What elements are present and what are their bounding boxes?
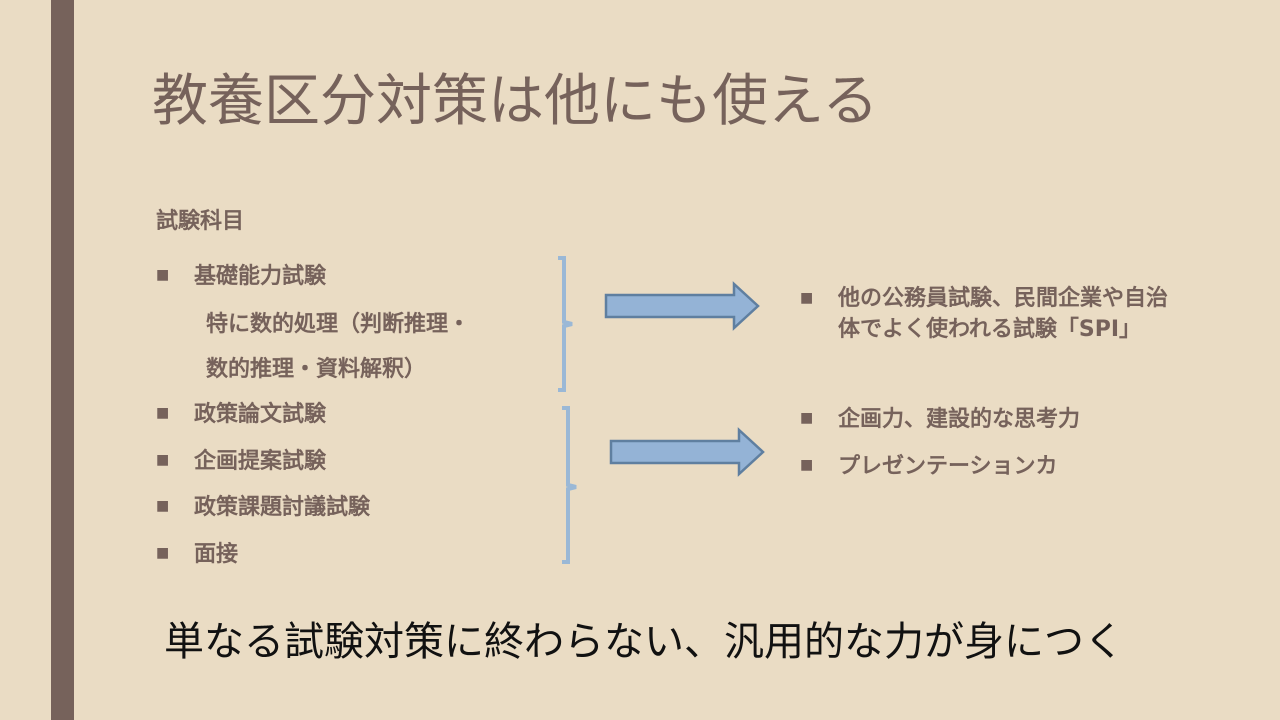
lower-bracket <box>562 406 577 564</box>
subject-heading: 試験科目 <box>156 209 245 234</box>
bullet-icon: ■ <box>800 457 814 473</box>
slide-title: 教養区分対策は他にも使える <box>152 69 879 134</box>
list-item: ■ プレゼンテーションカ <box>800 450 1058 484</box>
arrow-right-icon <box>604 281 760 331</box>
list-item-label: 政策課題討議試験 <box>194 495 371 520</box>
list-item-label: 面接 <box>194 542 239 567</box>
bullet-icon: ■ <box>156 267 170 283</box>
list-item-label: 他の公務員試験、民間企業や自治 <box>838 286 1169 311</box>
list-item-subtext: 特に数的処理（判断推理・ <box>206 312 471 337</box>
list-item-label: 体でよく使われる試験「SPI」 <box>838 317 1142 342</box>
bullet-icon: ■ <box>156 498 170 514</box>
side-accent-bar <box>51 0 74 720</box>
list-item: ■ 政策論文試験 <box>156 400 326 430</box>
list-item-label: プレゼンテーションカ <box>838 454 1058 479</box>
bullet-icon: ■ <box>800 410 814 426</box>
list-item: ■ 政策課題討議試験 <box>156 493 370 523</box>
arrow-right-icon <box>609 427 765 477</box>
list-item-label: 政策論文試験 <box>194 402 327 427</box>
bullet-icon: ■ <box>156 405 170 421</box>
list-item: ■ 企画提案試験 <box>156 447 326 477</box>
list-item: ■ 面接 <box>156 540 238 570</box>
list-item-subtext: 数的推理・資料解釈） <box>206 357 427 382</box>
list-item-label: 企画力、建設的な思考力 <box>838 407 1081 432</box>
bullet-icon: ■ <box>800 290 814 306</box>
list-item: ■ 基礎能力試験 <box>156 262 326 292</box>
list-item: ■ 他の公務員試験、民間企業や自治 体でよく使われる試験「SPI」 <box>800 283 1250 345</box>
bullet-icon: ■ <box>156 452 170 468</box>
list-item-label: 基礎能力試験 <box>194 264 327 289</box>
list-item: ■ 企画力、建設的な思考力 <box>800 403 1080 437</box>
upper-bracket <box>558 256 573 392</box>
bullet-icon: ■ <box>156 545 170 561</box>
conclusion-text: 単なる試験対策に終わらない、汎用的な力が身につく <box>164 619 1124 665</box>
list-item-label: 企画提案試験 <box>194 449 327 474</box>
